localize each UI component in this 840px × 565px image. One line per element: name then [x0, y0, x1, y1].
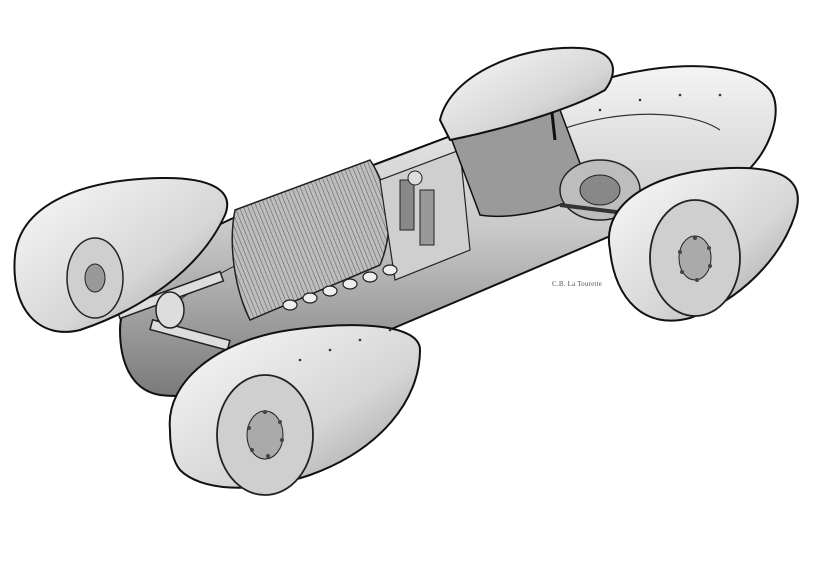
- fender-rear-left: [438, 46, 614, 142]
- fender-rear-right: [607, 166, 799, 322]
- body-rivets: [298, 93, 722, 362]
- engine-compartment: [231, 149, 471, 321]
- fender-front-right: [168, 324, 422, 496]
- fender-front-left: [13, 176, 229, 333]
- artist-signature: C.B. La Tourette: [552, 280, 603, 288]
